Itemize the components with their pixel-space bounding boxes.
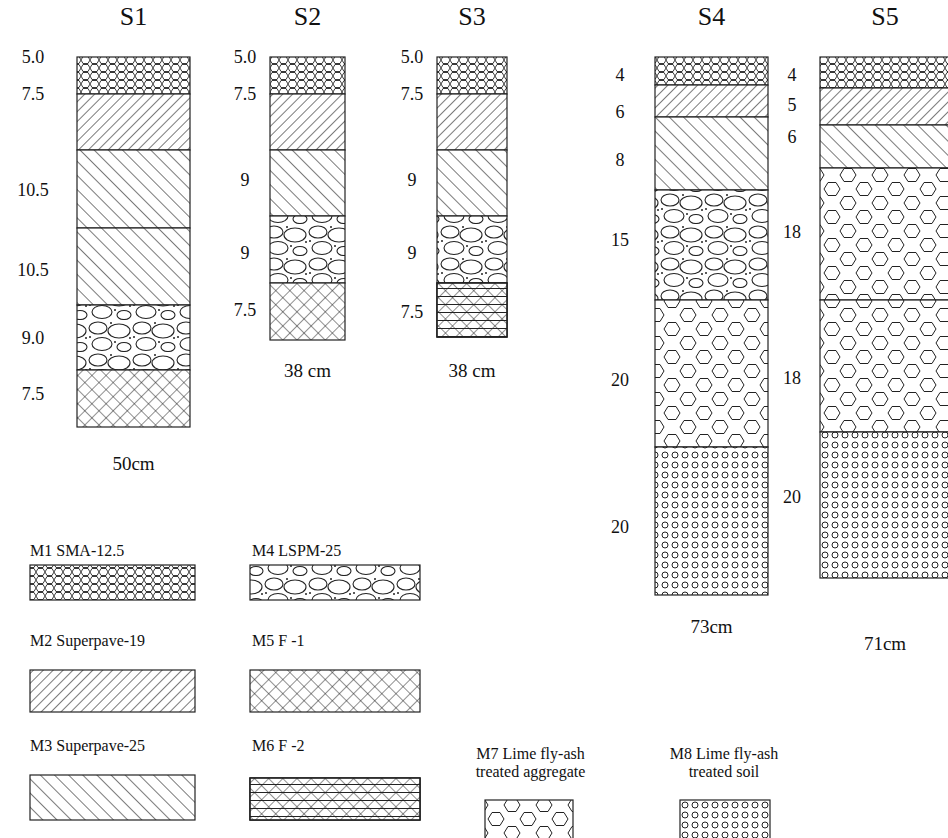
pavement-layer	[77, 370, 190, 427]
structure-column: S238 cm	[270, 0, 345, 388]
legend-swatch	[250, 670, 420, 712]
pavement-layer	[655, 300, 768, 447]
pavement-layer	[820, 88, 948, 125]
pavement-layer	[655, 117, 768, 190]
legend-swatch	[30, 565, 195, 600]
pavement-layer	[77, 305, 190, 370]
layer-thickness: 18	[783, 222, 801, 243]
layer-thickness: 9.0	[22, 328, 45, 349]
pavement-layer	[77, 228, 190, 305]
structure-column: S150cm	[77, 0, 190, 481]
layer-thickness: 4	[616, 65, 625, 86]
legend-swatch	[30, 670, 195, 712]
total-thickness: 38 cm	[250, 360, 365, 382]
layer-thickness: 7.5	[22, 384, 45, 405]
column-heading: S4	[655, 2, 768, 32]
legend-text: M2 Superpave-19	[30, 632, 145, 650]
structure-column: S473cm	[655, 0, 768, 644]
pavement-layer	[655, 447, 768, 595]
legend-swatch	[250, 778, 420, 820]
layer-thickness: 6	[616, 102, 625, 123]
layer-thickness: 5	[788, 95, 797, 116]
layer-thickness: 5.0	[401, 47, 424, 68]
layer-thickness: 7.5	[401, 302, 424, 323]
legend-text: M4 LSPM-25	[252, 542, 341, 560]
total-thickness: 38 cm	[417, 360, 527, 382]
pavement-layer	[820, 57, 948, 88]
total-thickness: 73cm	[635, 616, 788, 638]
pavement-layer	[77, 94, 190, 150]
legend-text: M8 Lime fly-ash treated soil	[668, 745, 780, 782]
pavement-layer	[77, 57, 190, 94]
layer-thickness: 7.5	[401, 84, 424, 105]
pavement-layer	[655, 57, 768, 85]
layer-thickness: 9	[408, 170, 417, 191]
layer-thickness: 10.5	[17, 260, 49, 281]
pavement-layer	[820, 432, 948, 578]
layer-thickness: 5.0	[22, 47, 45, 68]
layer-thickness: 9	[241, 243, 250, 264]
legend-swatch	[250, 778, 420, 820]
legend-text: M1 SMA-12.5	[30, 542, 124, 560]
layer-thickness: 4	[788, 65, 797, 86]
layer-thickness: 9	[241, 170, 250, 191]
total-thickness: 50cm	[57, 453, 210, 475]
pavement-layer	[820, 125, 948, 168]
layer-thickness: 20	[611, 517, 629, 538]
pavement-layer	[437, 150, 507, 216]
legend-swatch	[250, 565, 420, 600]
pavement-layer	[437, 283, 507, 337]
pavement-layer	[820, 168, 948, 300]
legend-text: M5 F -1	[252, 632, 304, 650]
structure-column: S338 cm	[437, 0, 507, 388]
pavement-layer	[77, 150, 190, 228]
layer-thickness: 6	[788, 127, 797, 148]
pavement-layer	[437, 216, 507, 283]
layer-thickness: 7.5	[22, 84, 45, 105]
pavement-layer	[270, 57, 345, 94]
column-heading: S2	[270, 2, 345, 32]
legend-swatch	[250, 778, 420, 820]
layer-thickness: 10.5	[17, 180, 49, 201]
pavement-layer	[270, 283, 345, 340]
layer-thickness: 20	[611, 370, 629, 391]
pavement-layer	[820, 300, 948, 432]
pavement-layer	[437, 94, 507, 150]
column-heading: S1	[77, 2, 190, 32]
structure-column: S571cm	[820, 0, 948, 661]
layer-thickness: 7.5	[234, 300, 257, 321]
pavement-layer	[270, 150, 345, 216]
pavement-layer	[655, 190, 768, 300]
layer-thickness: 9	[408, 243, 417, 264]
pavement-layer	[655, 85, 768, 117]
layer-thickness: 8	[616, 150, 625, 171]
legend-text: M3 Superpave-25	[30, 737, 145, 755]
layer-thickness: 18	[783, 368, 801, 389]
legend-text: M6 F -2	[252, 737, 304, 755]
pavement-layer	[437, 283, 507, 337]
layer-thickness: 15	[611, 230, 629, 251]
pavement-layer	[437, 57, 507, 94]
legend-swatch	[485, 800, 573, 838]
legend-text: M7 Lime fly-ash treated aggregate	[468, 745, 593, 782]
layer-thickness: 7.5	[234, 84, 257, 105]
total-thickness: 71cm	[800, 633, 948, 655]
column-heading: S3	[437, 2, 507, 32]
column-heading: S5	[820, 2, 948, 32]
layer-thickness: 5.0	[234, 47, 257, 68]
legend-swatch	[30, 775, 195, 820]
layer-thickness: 20	[783, 487, 801, 508]
pavement-layer	[270, 216, 345, 283]
legend-swatch	[680, 800, 770, 838]
pavement-layer	[437, 283, 507, 337]
pavement-layer	[270, 94, 345, 150]
